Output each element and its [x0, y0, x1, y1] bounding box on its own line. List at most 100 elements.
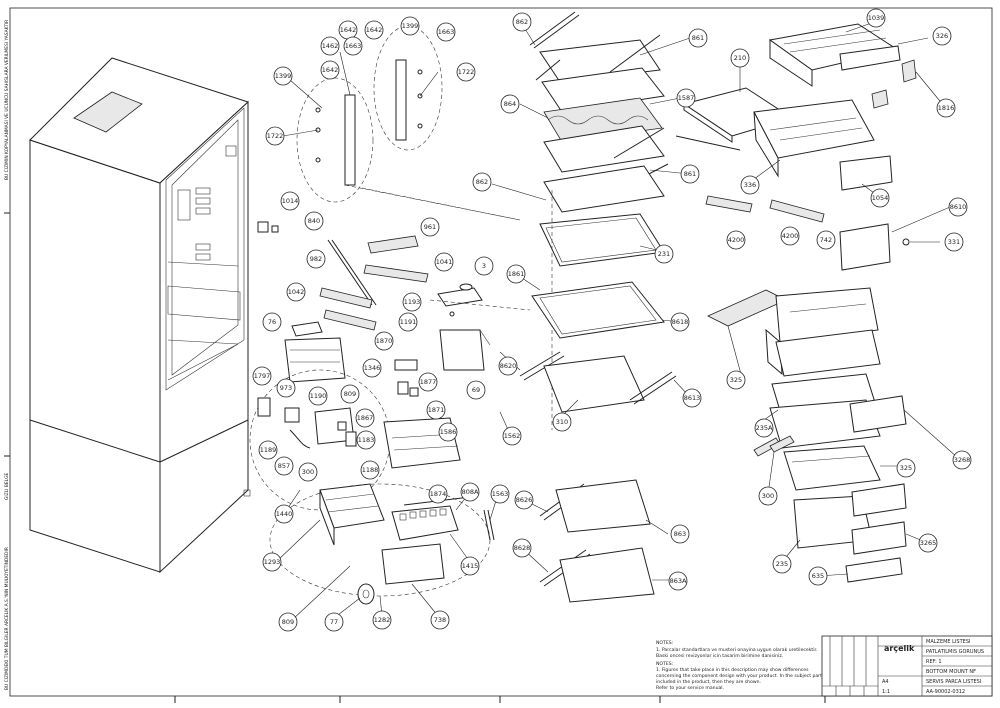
svg-text:861: 861 — [684, 170, 696, 178]
callout-bubble: 1871 — [426, 400, 446, 420]
brand-logo: arçelik — [884, 644, 915, 653]
svg-text:863A: 863A — [670, 577, 687, 585]
svg-text:1440: 1440 — [276, 510, 293, 518]
callout-bubble: 69 — [466, 380, 486, 400]
callout-bubble: 862 — [512, 12, 532, 32]
svg-text:336: 336 — [744, 181, 756, 189]
svg-text:235: 235 — [776, 560, 788, 568]
callout-bubble: 3265 — [918, 533, 938, 553]
callout-bubble: 1663 — [343, 36, 363, 56]
svg-text:1042: 1042 — [288, 288, 305, 296]
svg-text:1399: 1399 — [275, 72, 292, 80]
svg-text:1293: 1293 — [264, 558, 281, 566]
callout-bubble: 1415 — [460, 556, 480, 576]
svg-text:1663: 1663 — [438, 28, 455, 36]
sheet-frame — [9, 7, 993, 697]
svg-text:1874: 1874 — [430, 490, 447, 498]
svg-text:235A: 235A — [756, 424, 773, 432]
svg-text:325: 325 — [730, 376, 742, 384]
callout-bubble: 8620 — [498, 356, 518, 376]
callout-bubble: 863A — [668, 571, 688, 591]
callout-bubble: 635 — [808, 566, 828, 586]
svg-text:300: 300 — [302, 468, 314, 476]
svg-text:1867: 1867 — [357, 414, 374, 422]
callout-bubble: 4200 — [726, 230, 746, 250]
svg-text:3265: 3265 — [920, 539, 937, 547]
callout-bubble: 961 — [420, 217, 440, 237]
callout-bubble: 3268 — [952, 450, 972, 470]
callout-bubble: 840 — [304, 211, 324, 231]
svg-text:1399: 1399 — [402, 22, 419, 30]
callout-bubble: 1014 — [280, 191, 300, 211]
callout-bubble: 300 — [298, 462, 318, 482]
callout-bubble: 1293 — [262, 552, 282, 572]
callout-bubble: 982 — [306, 249, 326, 269]
callout-bubble: 809 — [278, 612, 298, 632]
notes-header: NOTES: — [656, 640, 674, 646]
svg-text:331: 331 — [948, 238, 960, 246]
leader-lines — [275, 19, 959, 621]
callout-bubble: 1562 — [502, 426, 522, 446]
svg-text:1722: 1722 — [267, 132, 284, 140]
svg-text:1190: 1190 — [310, 392, 327, 400]
svg-text:1642: 1642 — [366, 26, 383, 34]
svg-text:1183: 1183 — [358, 436, 375, 444]
callout-bubble: 1190 — [308, 386, 328, 406]
svg-text:4200: 4200 — [728, 236, 745, 244]
svg-text:1014: 1014 — [282, 197, 299, 205]
notes-block: NOTES: 1. Parcalar standartlara ve muste… — [656, 640, 833, 691]
svg-text:982: 982 — [310, 255, 322, 263]
svg-text:1642: 1642 — [322, 66, 339, 74]
svg-text:809: 809 — [282, 618, 294, 626]
note-line: Refer to your service manual. — [656, 685, 724, 691]
callout-bubble: 857 — [274, 456, 294, 476]
title-row: AA-90002-0312 — [926, 689, 965, 695]
svg-text:325: 325 — [900, 464, 912, 472]
callout-bubble: 1041 — [434, 252, 454, 272]
svg-text:1877: 1877 — [420, 378, 437, 386]
callout-bubble: 4200 — [780, 226, 800, 246]
svg-text:1722: 1722 — [458, 68, 475, 76]
callout-bubble: 1642 — [320, 60, 340, 80]
svg-text:1282: 1282 — [374, 616, 391, 624]
svg-text:1189: 1189 — [260, 446, 277, 454]
svg-text:864: 864 — [504, 100, 516, 108]
svg-text:742: 742 — [820, 236, 832, 244]
callout-bubble: 3 — [474, 256, 494, 276]
svg-text:8618: 8618 — [672, 318, 689, 326]
callout-bubble: 1563 — [490, 484, 510, 504]
callout-bubble: 1193 — [402, 292, 422, 312]
callout-bubble: 809 — [340, 384, 360, 404]
svg-text:3268: 3268 — [954, 456, 971, 464]
note-line: concerning the component design with you… — [656, 673, 833, 679]
svg-text:231: 231 — [658, 250, 670, 258]
callout-bubble: 861 — [680, 164, 700, 184]
callout-bubble: 325 — [726, 370, 746, 390]
callout-bubble: 1188 — [360, 460, 380, 480]
svg-text:8610: 8610 — [950, 203, 967, 211]
svg-text:1586: 1586 — [440, 428, 457, 436]
svg-text:1346: 1346 — [364, 364, 381, 372]
side-text-mid: GIZLI BELGE — [4, 473, 10, 500]
side-text-top: BU CIZIMIN KOPYALANMASI VE UCUNCU SAHISL… — [4, 20, 10, 180]
svg-text:1797: 1797 — [254, 372, 271, 380]
callout-bubble: 808A — [460, 482, 480, 502]
upper-right-drawers — [675, 23, 917, 271]
svg-text:69: 69 — [472, 386, 480, 394]
title-row: BOTTOM MOUNT NF — [926, 669, 976, 675]
svg-text:1562: 1562 — [504, 432, 521, 440]
svg-text:1871: 1871 — [428, 406, 445, 414]
callout-bubble: 742 — [816, 230, 836, 250]
svg-text:77: 77 — [330, 618, 338, 626]
svg-text:973: 973 — [280, 384, 292, 392]
callout-bubble: 1440 — [274, 504, 294, 524]
svg-text:808A: 808A — [462, 488, 479, 496]
callout-bubble: 8628 — [512, 538, 532, 558]
svg-text:8620: 8620 — [500, 362, 517, 370]
callout-bubble: 1183 — [356, 430, 376, 450]
note-line: 1. Parcalar standartlara ve musteri onay… — [656, 647, 817, 653]
callout-bubble: 8626 — [514, 490, 534, 510]
callout-bubble: 1039 — [866, 8, 886, 28]
svg-text:1663: 1663 — [345, 42, 362, 50]
svg-text:863: 863 — [674, 530, 686, 538]
